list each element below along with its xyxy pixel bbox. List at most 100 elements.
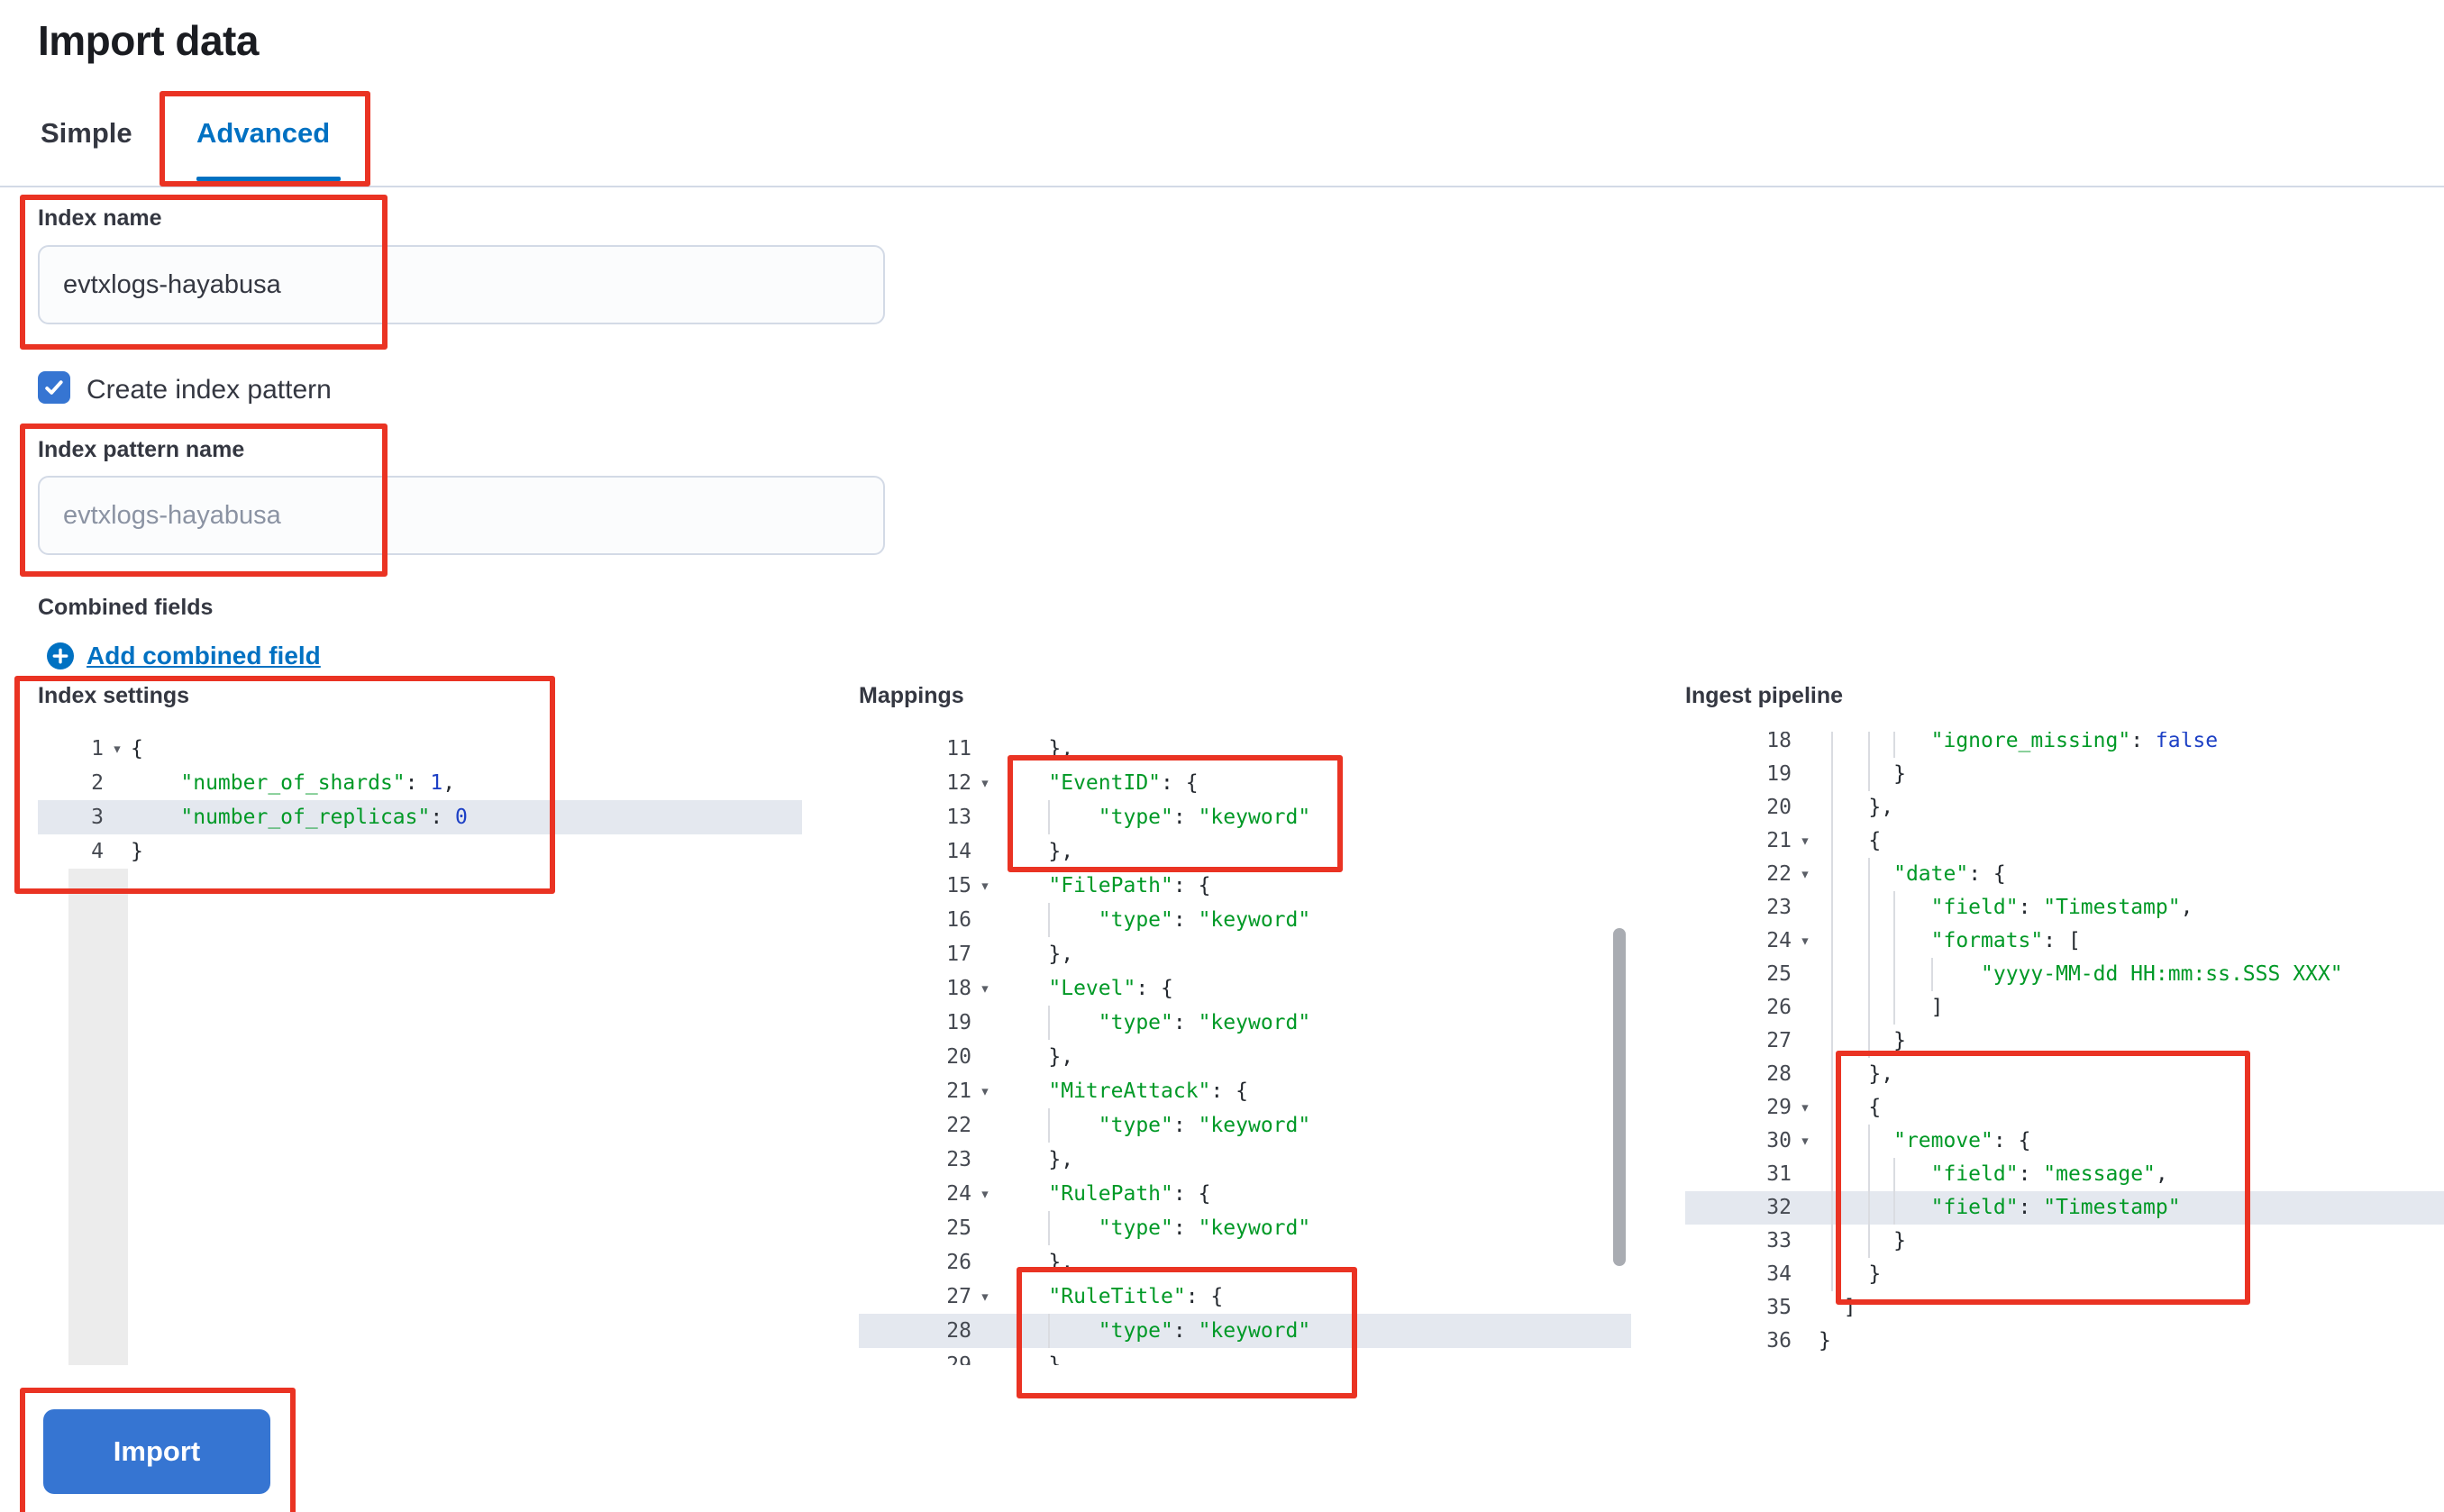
code-line[interactable]: 24▾ "formats": [	[1685, 925, 2444, 958]
line-gutter: 18	[1685, 732, 1819, 758]
tab-simple[interactable]: Simple	[41, 117, 132, 149]
fold-arrow-icon[interactable]: ▾	[980, 876, 990, 896]
line-number: 28	[946, 1319, 971, 1343]
import-button[interactable]: Import	[43, 1409, 270, 1494]
code-line-content: "date": {	[1819, 858, 2444, 891]
code-line[interactable]: 35 ]	[1685, 1291, 2444, 1325]
fold-arrow-icon[interactable]: ▾	[980, 773, 990, 793]
code-line[interactable]: 14 },	[859, 834, 1631, 869]
code-line[interactable]: 34 }	[1685, 1258, 2444, 1291]
line-number: 23	[946, 1148, 971, 1171]
code-line[interactable]: 33 }	[1685, 1225, 2444, 1258]
code-line[interactable]: 1 ▾ {	[38, 732, 802, 766]
code-text: },	[1819, 796, 1894, 819]
fold-slot	[1792, 1158, 1819, 1191]
fold-arrow-icon[interactable]: ▾	[980, 1184, 990, 1204]
code-line-content: },	[999, 937, 1631, 971]
code-line[interactable]: 23 },	[859, 1143, 1631, 1177]
fold-arrow-icon[interactable]: ▾	[980, 979, 990, 998]
code-line[interactable]: 18 "ignore_missing": false	[1685, 732, 2444, 758]
code-line[interactable]: 12▾ "EventID": {	[859, 766, 1631, 800]
code-line[interactable]: 4}	[38, 834, 802, 869]
code-line[interactable]: 23 "field": "Timestamp",	[1685, 891, 2444, 925]
code-line[interactable]: 28 },	[1685, 1058, 2444, 1091]
line-gutter: 27	[1685, 1025, 1819, 1058]
fold-arrow-icon[interactable]: ▾	[1800, 864, 1810, 884]
indent-guide	[1048, 1314, 1051, 1348]
index-settings-editor[interactable]: 1 ▾ {2 "number_of_shards": 1,3 "number_of_…	[38, 732, 802, 1365]
line-number: 26	[1766, 996, 1792, 1019]
tab-advanced[interactable]: Advanced	[196, 117, 331, 149]
code-line[interactable]: 11 },	[859, 732, 1631, 766]
line-number: 33	[1766, 1229, 1792, 1252]
code-line[interactable]: 27▾ "RuleTitle": {	[859, 1280, 1631, 1314]
code-text: ]	[1819, 1296, 1856, 1319]
fold-arrow-icon[interactable]: ▾	[112, 739, 123, 759]
code-text: }	[1819, 1329, 1831, 1353]
code-lines: 11 },12▾ "EventID": {13 "type": "keyword…	[859, 732, 1631, 1365]
code-line[interactable]: 36}	[1685, 1325, 2444, 1358]
code-line[interactable]: 20 },	[1685, 791, 2444, 824]
code-line[interactable]: 28 "type": "keyword"	[859, 1314, 1631, 1348]
line-gutter: 11	[859, 732, 999, 766]
indent-guide	[1868, 1225, 1871, 1258]
fold-arrow-icon[interactable]: ▾	[980, 1081, 990, 1101]
indent-guide	[1893, 891, 1896, 925]
code-line[interactable]: 22▾ "date": {	[1685, 858, 2444, 891]
code-line[interactable]: 32 "field": "Timestamp"	[1685, 1191, 2444, 1225]
code-line[interactable]: 20 },	[859, 1040, 1631, 1074]
line-gutter: 19	[859, 1006, 999, 1040]
code-line[interactable]: 29 },	[859, 1348, 1631, 1365]
code-line[interactable]: 25 "type": "keyword"	[859, 1211, 1631, 1245]
index-settings-label: Index settings	[38, 683, 190, 708]
code-line[interactable]: 3 "number_of_replicas": 0	[38, 800, 802, 834]
code-text: "date": {	[1893, 862, 2006, 886]
mappings-scrollbar-thumb[interactable]	[1613, 928, 1626, 1266]
code-line[interactable]: 17 },	[859, 937, 1631, 971]
line-number: 26	[946, 1251, 971, 1274]
code-line[interactable]: 26 },	[859, 1245, 1631, 1280]
code-line[interactable]: 15▾ "FilePath": {	[859, 869, 1631, 903]
code-text: },	[999, 840, 1074, 863]
fold-arrow-icon[interactable]: ▾	[1800, 931, 1810, 951]
line-number: 1	[91, 737, 104, 761]
code-line[interactable]: 21▾ "MitreAttack": {	[859, 1074, 1631, 1108]
indent-guide	[1830, 858, 1833, 891]
code-line[interactable]: 27 }	[1685, 1025, 2444, 1058]
code-line[interactable]: 31 "field": "message",	[1685, 1158, 2444, 1191]
create-index-pattern-checkbox[interactable]	[38, 371, 70, 404]
code-text: }	[1819, 1229, 1906, 1252]
code-text: },	[1819, 1062, 1894, 1086]
code-line-content: "type": "keyword"	[999, 1006, 1631, 1040]
line-number: 24	[1766, 929, 1792, 952]
code-line[interactable]: 21▾ {	[1685, 824, 2444, 858]
code-line[interactable]: 19 }	[1685, 758, 2444, 791]
index-name-input[interactable]	[38, 245, 885, 324]
code-line[interactable]: 18▾ "Level": {	[859, 971, 1631, 1006]
line-number: 15	[946, 874, 971, 897]
indent-guide	[1830, 732, 1833, 758]
fold-arrow-icon[interactable]: ▾	[1800, 831, 1810, 851]
index-pattern-name-input[interactable]	[38, 476, 885, 555]
fold-arrow-icon[interactable]: ▾	[980, 1287, 990, 1307]
code-line[interactable]: 16 "type": "keyword"	[859, 903, 1631, 937]
fold-arrow-icon[interactable]: ▾	[1800, 1098, 1810, 1117]
fold-arrow-icon[interactable]: ▾	[1800, 1131, 1810, 1151]
code-line[interactable]: 26 ]	[1685, 991, 2444, 1025]
code-text: "number_of_shards": 1,	[180, 771, 456, 795]
code-line[interactable]: 13 "type": "keyword"	[859, 800, 1631, 834]
code-line[interactable]: 25 "yyyy-MM-dd HH:mm:ss.SSS XXX"	[1685, 958, 2444, 991]
line-number: 17	[946, 943, 971, 966]
code-line[interactable]: 2 "number_of_shards": 1,	[38, 766, 802, 800]
code-line[interactable]: 30▾ "remove": {	[1685, 1125, 2444, 1158]
add-combined-field-link[interactable]: Add combined field	[47, 642, 321, 670]
mappings-editor[interactable]: 11 },12▾ "EventID": {13 "type": "keyword…	[859, 732, 1631, 1365]
code-line[interactable]: 22 "type": "keyword"	[859, 1108, 1631, 1143]
line-number: 34	[1766, 1262, 1792, 1286]
code-line[interactable]: 19 "type": "keyword"	[859, 1006, 1631, 1040]
code-line[interactable]: 24▾ "RulePath": {	[859, 1177, 1631, 1211]
code-line[interactable]: 29▾ {	[1685, 1091, 2444, 1125]
code-text: {	[131, 737, 143, 761]
indent-guide	[1830, 1025, 1833, 1058]
